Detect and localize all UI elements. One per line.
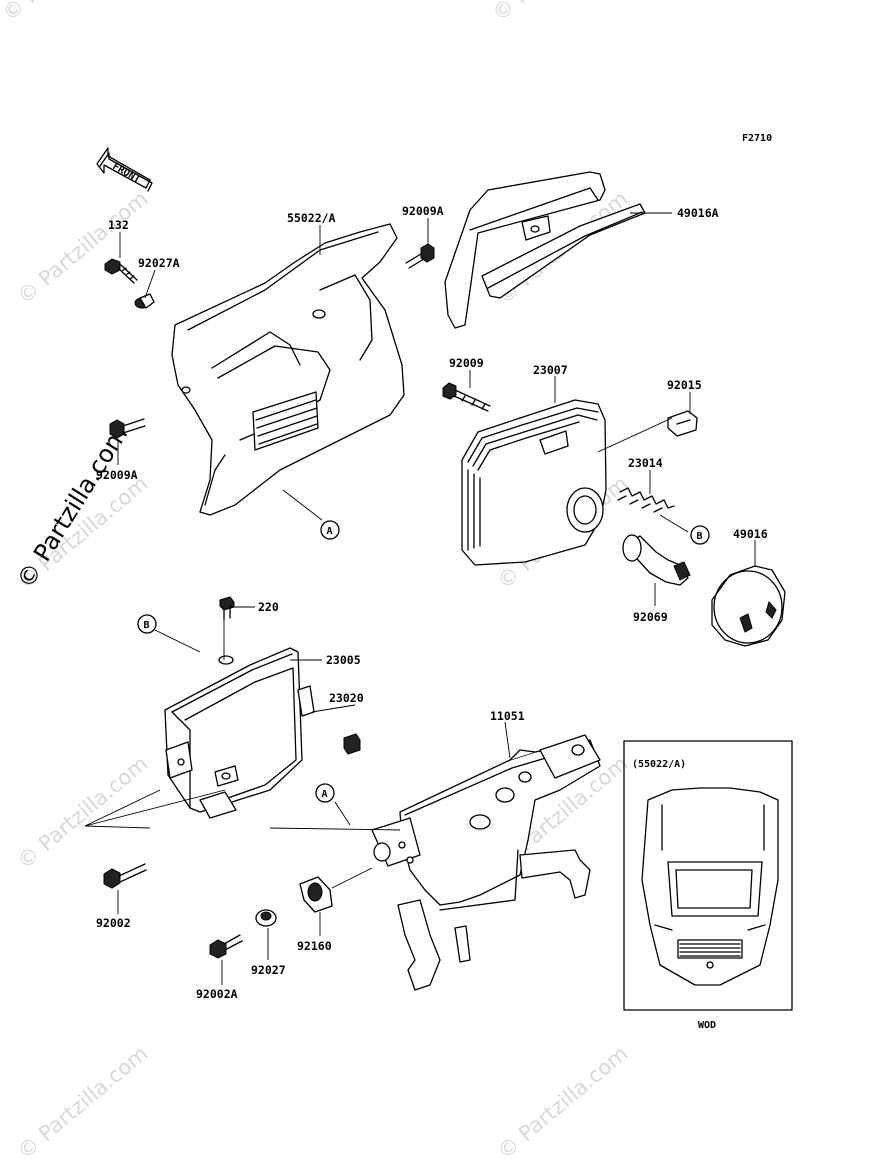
part-label: 92069: [633, 610, 668, 624]
watermark: © Partzilla.com: [13, 751, 153, 874]
clip-92015: [667, 410, 698, 437]
inset-caption: WOD: [698, 1020, 716, 1031]
part-label: 11051: [490, 709, 525, 723]
part-label: 92027A: [138, 256, 180, 270]
part-label: 23014: [628, 456, 663, 470]
watermark: © Partzilla.com: [13, 186, 153, 309]
main-bracket-11051: [371, 734, 601, 991]
callout-letter: B: [144, 620, 150, 631]
callout-B-left: B: [137, 614, 157, 634]
part-labels: 132 92027A 55022/A 92009A 49016A 92009A …: [96, 204, 768, 1001]
callout-A-top: A: [320, 520, 340, 540]
bracket-23005: [164, 647, 315, 819]
rubber-boot-49016: [711, 565, 786, 647]
watermark: © Partzilla.com: [493, 1041, 633, 1164]
part-label: 23020: [329, 691, 364, 705]
bolt-132: [104, 258, 138, 284]
part-label: 92160: [297, 939, 332, 953]
part-label: 49016: [733, 527, 768, 541]
bolt-92002A: [209, 934, 243, 959]
part-label: 132: [108, 218, 129, 232]
front-arrow-icon: FRONT: [96, 147, 153, 192]
collar-92027: [255, 909, 277, 927]
part-label: 49016A: [677, 206, 719, 220]
headlight-cover: [171, 223, 405, 516]
part-label: 23007: [533, 363, 568, 377]
visor-49016A: [444, 171, 646, 329]
nut-23020: [343, 733, 361, 755]
callout-B-right: B: [690, 525, 710, 545]
inset-title: (55022/A): [632, 759, 686, 770]
bulb-92069: [622, 534, 691, 586]
spring-23014: [617, 487, 675, 513]
figure-code: F2710: [742, 133, 772, 144]
bolt-92002: [103, 863, 147, 889]
callout-letter: B: [697, 531, 703, 542]
variant-inset: (55022/A) WOD: [623, 740, 793, 1031]
headlight-unit-23007: [461, 399, 607, 566]
part-label: 55022/A: [287, 211, 336, 225]
screw-220: [219, 596, 235, 621]
part-label: 92009: [449, 356, 484, 370]
watermark: © Partzilla.com: [13, 1041, 153, 1164]
callout-letter: A: [322, 789, 328, 800]
part-label: 92009A: [402, 204, 444, 218]
part-label: 92009A: [96, 468, 138, 482]
leader-lines: [84, 212, 756, 985]
part-label: 92002A: [196, 987, 238, 1001]
bolt-92009: [442, 382, 491, 412]
bolt-92009A-top: [405, 243, 435, 269]
watermark: © Partzilla.com: [0, 0, 137, 26]
grommet-92160: [299, 876, 333, 913]
callout-A-bottom: A: [315, 783, 335, 803]
part-label: 220: [258, 600, 279, 614]
front-label: FRONT: [111, 161, 143, 186]
part-label: 23005: [326, 653, 361, 667]
part-label: 92015: [667, 378, 702, 392]
watermark-layer: © Partzilla.com © Partzilla.com © Partzi…: [0, 0, 632, 1164]
part-label: 92027: [251, 963, 286, 977]
part-label: 92002: [96, 916, 131, 930]
callout-letter: A: [327, 526, 333, 537]
bolt-92009A-left: [109, 418, 146, 439]
collar-92027A: [134, 293, 155, 309]
watermark: © Partzilla.com: [488, 0, 628, 26]
